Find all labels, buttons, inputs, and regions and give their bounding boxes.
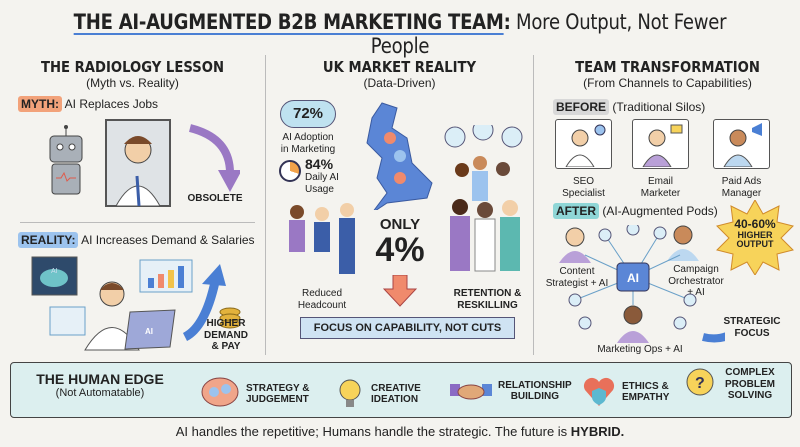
up-arrow-icon <box>182 281 220 342</box>
down-arrow-icon <box>188 124 234 174</box>
robot-icon <box>49 125 83 195</box>
team-subtitle: (From Channels to Capabilities) <box>583 76 752 90</box>
human-edge-heading: THE HUMAN EDGE(Not Automatable) <box>36 371 164 399</box>
column-divider <box>533 55 534 355</box>
search-icon <box>594 124 606 136</box>
reduced-team-people-icon <box>289 203 355 274</box>
handshake-icon <box>450 384 492 400</box>
radiology-subtitle: (Myth vs. Reality) <box>86 76 179 90</box>
output-starburst <box>716 200 794 275</box>
uk-title: UK MARKET REALITY <box>322 58 477 76</box>
page-title: THE AI-AUGMENTED B2B MARKETING TEAM: Mor… <box>73 10 727 58</box>
robot-replacing-doctor-illustration <box>49 119 240 207</box>
obsolete-label: OBSOLETE <box>187 193 243 204</box>
team-title: TEAM TRANSFORMATION <box>575 58 760 76</box>
laptop-icon <box>124 309 176 350</box>
cloud-stat: 72% <box>280 100 336 128</box>
heart-shield-icon <box>583 377 615 406</box>
daily-usage-value: 84% <box>305 156 334 172</box>
myth-tag: MYTH: <box>18 96 62 112</box>
reality-line: REALITY: AI Increases Demand & Salaries <box>18 232 255 248</box>
svg-text:?: ? <box>695 375 705 392</box>
brain-gears-icon <box>201 377 239 407</box>
human-edge-band <box>10 362 792 418</box>
clock-icon <box>279 160 301 182</box>
coins-icon <box>219 307 241 329</box>
question-bubble-icon: ? <box>686 368 714 396</box>
myth-line: MYTH: AI Replaces Jobs <box>18 96 158 112</box>
ai-pod-network <box>559 225 725 343</box>
ai-chip-icon <box>616 262 650 292</box>
after-line: AFTER (AI-Augmented Pods) <box>553 203 718 219</box>
edge-item-ethics: ETHICS &EMPATHY <box>582 376 669 408</box>
only-label: ONLY <box>379 216 421 233</box>
down-arrow-icon <box>383 275 417 307</box>
retention-reskilling-label: RETENTION &RESKILLING <box>453 288 522 311</box>
after-tag: AFTER <box>553 203 599 219</box>
before-tag: BEFORE <box>553 99 610 115</box>
bar-chart-screen <box>139 259 193 293</box>
up-arrow-icon <box>702 332 725 343</box>
section-divider <box>20 222 255 223</box>
footer-tagline: AI handles the repetitive; Humans handle… <box>175 424 625 439</box>
envelope-icon <box>670 124 683 134</box>
email-marketer-card <box>632 119 689 169</box>
pod-ops-label: Marketing Ops + AI <box>597 344 683 355</box>
edge-item-strategy: STRATEGY &JUDGEMENT <box>200 376 310 412</box>
paid-ads-manager-card <box>713 119 770 169</box>
only-value: 4% <box>375 231 425 269</box>
doctor-with-ai-illustration <box>31 256 241 351</box>
uk-subtitle: (Data-Driven) <box>363 76 436 90</box>
megaphone-icon <box>752 123 762 136</box>
capability-banner: FOCUS ON CAPABILITY, NOT CUTS <box>300 317 515 339</box>
ai-hub-label: AI <box>627 271 639 285</box>
radiology-title: THE RADIOLOGY LESSON <box>40 58 225 76</box>
reality-tag: REALITY: <box>18 232 79 248</box>
seo-specialist-card <box>555 119 612 169</box>
column-divider <box>265 55 266 355</box>
diverse-team-people-icon <box>444 125 523 272</box>
before-line: BEFORE (Traditional Silos) <box>553 99 705 115</box>
uk-map-illustration <box>366 102 433 210</box>
lightbulb-icon <box>339 379 361 407</box>
